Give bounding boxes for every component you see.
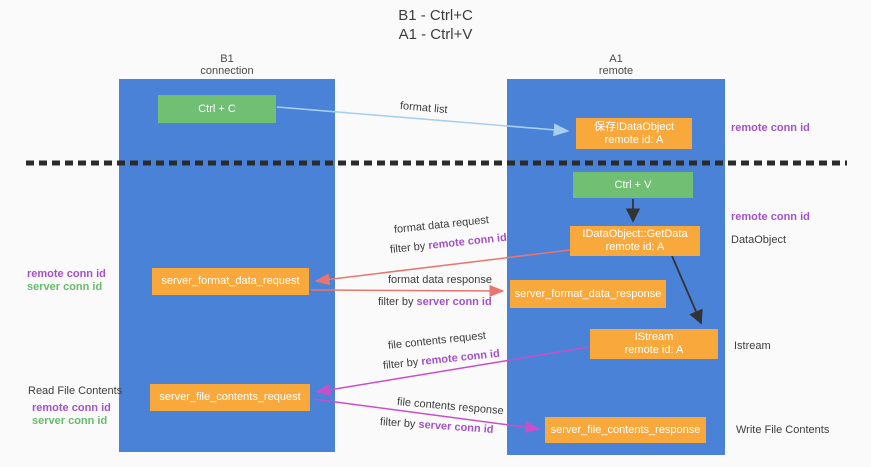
diagram-title-line1: B1 - Ctrl+C bbox=[398, 7, 473, 24]
node-ctrl-c: Ctrl + C bbox=[158, 95, 276, 123]
side-label-istream: Istream bbox=[734, 340, 771, 352]
node-save-idataobject-line2: remote id: A bbox=[604, 133, 664, 146]
node-server-file-contents-request-label: server_file_contents_request bbox=[159, 391, 301, 403]
node-istream-line1: IStream bbox=[634, 331, 674, 343]
lane-header-a1: A1 remote bbox=[507, 53, 725, 77]
arrow-file-contents-request bbox=[315, 346, 590, 396]
node-istream: IStream remote id: A bbox=[590, 329, 718, 359]
lane-header-b1-role: connection bbox=[200, 65, 254, 77]
node-save-idataobject-line1: 保存IDataObject bbox=[593, 120, 675, 133]
edge-label-format-data-response: format data response bbox=[388, 274, 492, 286]
node-save-idataobject: 保存IDataObject remote id: A bbox=[576, 118, 692, 149]
side-label-write-file-contents: Write File Contents bbox=[736, 424, 830, 436]
node-ctrl-v: Ctrl + V bbox=[573, 172, 693, 198]
diagram-title: B1 - Ctrl+C A1 - Ctrl+V bbox=[0, 6, 871, 44]
arrow-format-data-request bbox=[314, 249, 571, 286]
side-label-read-file-contents: Read File Contents bbox=[28, 385, 123, 397]
node-server-format-data-response: server_format_data_response bbox=[510, 280, 666, 308]
side-label-remote-conn-id-left1: remote conn id bbox=[27, 268, 106, 280]
diagram-title-line2: A1 - Ctrl+V bbox=[398, 26, 473, 43]
node-server-file-contents-response: server_file_contents_response bbox=[545, 417, 706, 443]
node-server-format-data-request: server_format_data_request bbox=[152, 268, 309, 295]
node-ctrl-v-label: Ctrl + V bbox=[614, 178, 652, 191]
arrow-getdata-to-istream bbox=[671, 255, 703, 325]
filter-by-prefix: filter by bbox=[378, 296, 417, 308]
side-label-server-conn-id-left1: server conn id bbox=[27, 281, 103, 293]
filter-server-conn-id: server conn id bbox=[416, 296, 492, 308]
side-label-remote-conn-id-top: remote conn id bbox=[731, 122, 810, 134]
node-istream-line2: remote id: A bbox=[624, 344, 684, 356]
node-server-file-contents-request: server_file_contents_request bbox=[150, 384, 310, 411]
node-server-file-contents-response-label: server_file_contents_response bbox=[550, 423, 701, 436]
node-idataobject-getdata-line2: remote id: A bbox=[605, 241, 665, 253]
side-label-server-conn-id-left2: server conn id bbox=[32, 415, 108, 427]
lane-header-b1-name: B1 bbox=[220, 53, 234, 65]
lane-header-b1: B1 connection bbox=[119, 53, 335, 77]
arrow-format-list bbox=[276, 106, 570, 137]
node-server-format-data-response-label: server_format_data_response bbox=[514, 287, 662, 300]
node-ctrl-c-label: Ctrl + C bbox=[198, 102, 236, 115]
lane-header-a1-role: remote bbox=[598, 65, 634, 77]
node-idataobject-getdata: IDataObject::GetData remote id: A bbox=[570, 226, 700, 256]
arrow-file-contents-response bbox=[312, 398, 541, 434]
side-label-remote-conn-id-mid: remote conn id bbox=[731, 211, 810, 223]
node-server-format-data-request-label: server_format_data_request bbox=[161, 275, 300, 287]
node-idataobject-getdata-line1: IDataObject::GetData bbox=[582, 228, 688, 240]
lane-header-a1-name: A1 bbox=[609, 53, 623, 65]
side-label-remote-conn-id-left2: remote conn id bbox=[32, 402, 111, 414]
edge-label-filter-server-1: filter by server conn id bbox=[378, 296, 492, 308]
arrow-format-data-response bbox=[310, 284, 505, 297]
side-label-dataobject: DataObject bbox=[731, 234, 787, 246]
